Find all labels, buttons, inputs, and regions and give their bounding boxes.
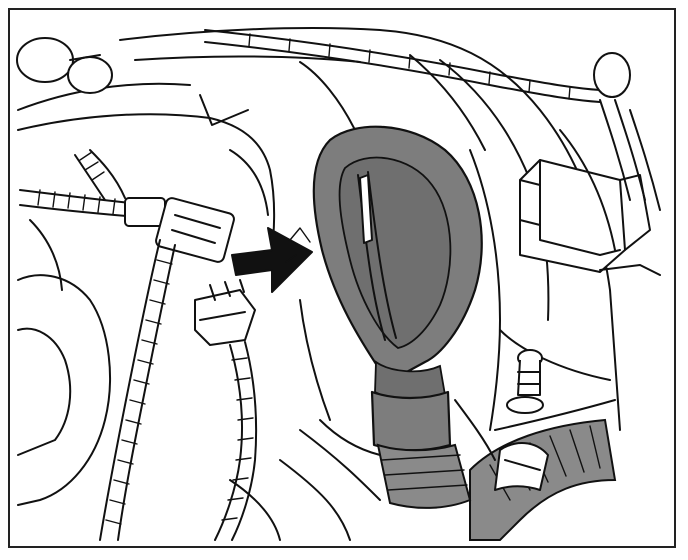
detail-lines <box>285 129 661 461</box>
wiring-harness-top <box>204 29 661 211</box>
relay-block <box>519 159 651 273</box>
bolt <box>506 349 544 414</box>
fitting-top-left <box>16 37 74 83</box>
bulb-connector <box>155 197 235 263</box>
bulb-cap-neck <box>370 390 452 452</box>
clip-bottom-right <box>494 442 549 491</box>
bulb-cap-grip <box>359 174 373 244</box>
bulb-cable <box>376 443 472 509</box>
wiring-harness-left <box>19 149 235 541</box>
harness-bottom-right <box>469 418 617 541</box>
connector-top-right <box>593 52 631 98</box>
lens-housing-left <box>16 37 113 506</box>
connector-plug <box>124 197 166 227</box>
bulb-socket <box>194 279 258 541</box>
headlamp-bulb-cap <box>312 125 483 509</box>
arrow-right-icon <box>231 227 313 293</box>
